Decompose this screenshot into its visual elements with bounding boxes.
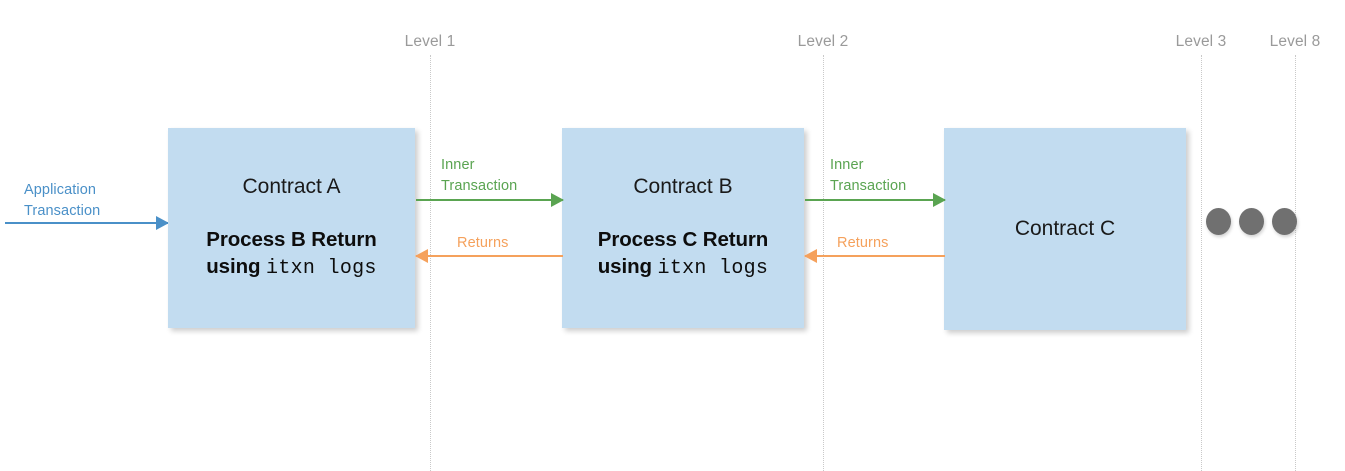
returns-arrow-c-b	[804, 249, 945, 263]
ellipsis-dot	[1206, 208, 1231, 235]
contract-b-subtitle-using: using	[597, 254, 658, 278]
level-guide-line	[430, 55, 431, 471]
arrow-head	[415, 249, 428, 263]
arrow-head	[156, 216, 169, 230]
contract-b-subtitle-code: itxn logs	[657, 256, 769, 280]
contract-b-subtitle-line1: Process C Return	[597, 227, 769, 251]
contract-c-box[interactable]: Contract C	[944, 128, 1186, 330]
application-transaction-arrow	[5, 216, 169, 230]
level-label: Level 8	[1269, 33, 1321, 50]
level-guide-8: Level 8	[1270, 0, 1320, 471]
inner-transaction-label-a-b: Inner Transaction	[441, 157, 518, 194]
inner-transaction-label-b-c: Inner Transaction	[830, 157, 907, 194]
level-label: Level 3	[1175, 33, 1227, 50]
returns-arrow-b-a	[415, 249, 563, 263]
ellipsis-dot	[1272, 208, 1297, 235]
inner-transaction-arrow-a-b	[416, 193, 564, 207]
contract-a-subtitle-code: itxn logs	[266, 256, 377, 280]
contract-b-box[interactable]: Contract B Process C Return using itxn l…	[562, 128, 804, 328]
returns-label-b-a: Returns	[457, 235, 509, 251]
arrow-shaft	[416, 255, 563, 257]
inner-transaction-arrow-b-c	[805, 193, 946, 207]
arrow-shaft	[805, 199, 945, 201]
level-guide-1: Level 1	[405, 0, 455, 471]
contract-a-title: Contract A	[242, 174, 341, 198]
arrow-shaft	[805, 255, 945, 257]
level-label: Level 1	[404, 33, 456, 50]
arrow-shaft	[5, 222, 168, 224]
ellipsis-dot	[1239, 208, 1264, 235]
arrow-head	[804, 249, 817, 263]
level-guide-line	[823, 55, 824, 471]
arrow-head	[551, 193, 564, 207]
contract-c-title: Contract C	[1014, 216, 1116, 240]
contract-a-box[interactable]: Contract A Process B Return using itxn l…	[168, 128, 415, 328]
arrow-shaft	[416, 199, 563, 201]
contract-a-subtitle-line1: Process B Return	[206, 227, 377, 251]
application-transaction-label: Application Transaction	[24, 182, 101, 219]
returns-label-c-b: Returns	[837, 235, 889, 251]
level-guide-3: Level 3	[1176, 0, 1226, 471]
level-guide-2: Level 2	[798, 0, 848, 471]
level-guide-line	[1201, 55, 1202, 471]
more-contracts-ellipsis	[1206, 208, 1297, 235]
contract-a-subtitle: Process B Return using itxn logs	[206, 226, 377, 282]
level-guide-line	[1295, 55, 1296, 471]
arrow-head	[933, 193, 946, 207]
contract-a-subtitle-using: using	[206, 254, 267, 278]
contract-b-subtitle: Process C Return using itxn logs	[597, 226, 769, 282]
contract-b-title: Contract B	[633, 174, 733, 198]
level-label: Level 2	[797, 33, 849, 50]
